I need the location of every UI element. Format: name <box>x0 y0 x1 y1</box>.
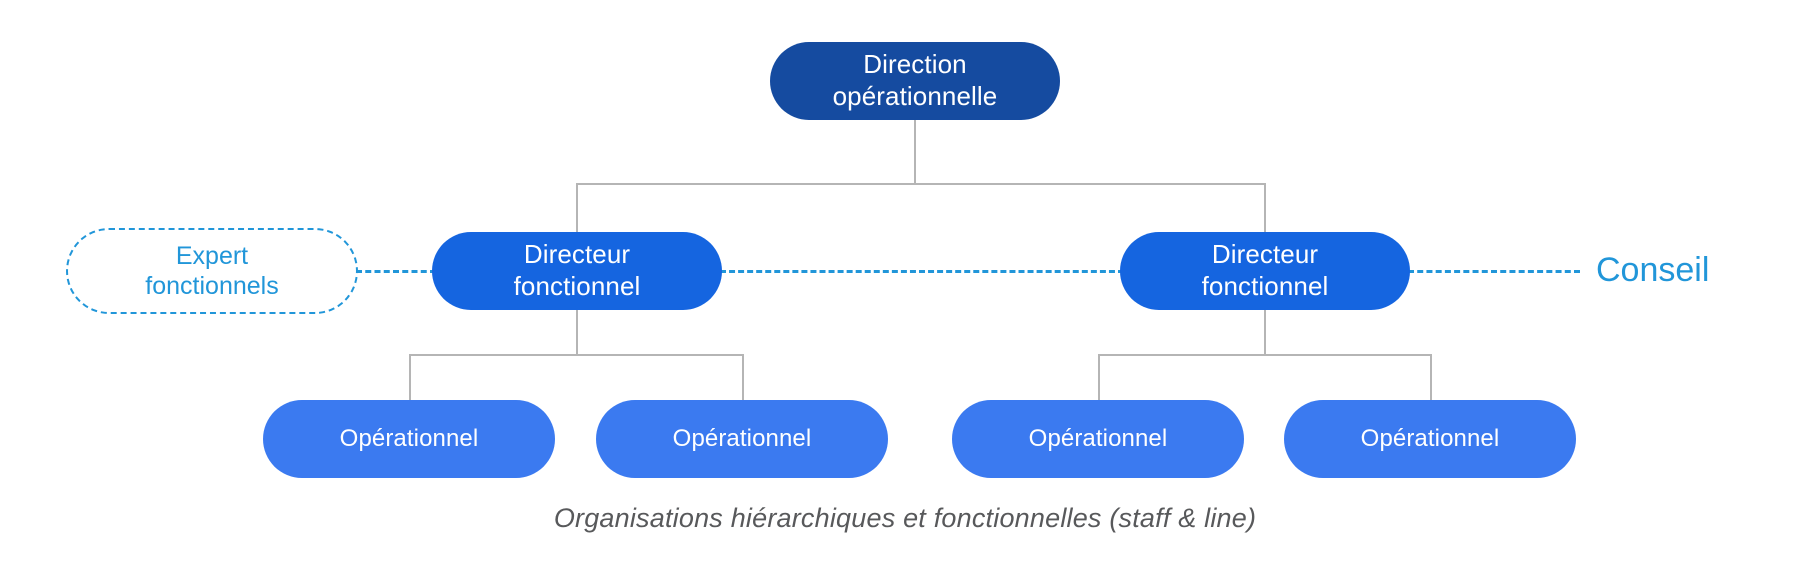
node-expert-fonctionnels-label: Expert fonctionnels <box>145 241 279 301</box>
node-operationnel-3[interactable]: Opérationnel <box>952 400 1244 478</box>
connector-right-subtree-stem <box>1264 310 1266 355</box>
node-operationnel-4[interactable]: Opérationnel <box>1284 400 1576 478</box>
connector-op1-stem <box>409 354 411 401</box>
node-directeur-fonctionnel-2-label: Directeur fonctionnel <box>1201 239 1329 301</box>
connector-left-subtree-stem <box>576 310 578 355</box>
connector-op3-stem <box>1098 354 1100 401</box>
connector-director-left-stem <box>576 183 578 233</box>
node-operationnel-3-label: Opérationnel <box>1028 425 1168 453</box>
node-operationnel-1-label: Opérationnel <box>339 425 479 453</box>
node-directeur-fonctionnel-1-label: Directeur fonctionnel <box>513 239 641 301</box>
node-operationnel-2[interactable]: Opérationnel <box>596 400 888 478</box>
node-directeur-fonctionnel-1[interactable]: Directeur fonctionnel <box>432 232 722 310</box>
diagram-caption: Organisations hiérarchiques et fonctionn… <box>553 503 1257 533</box>
node-operationnel-1[interactable]: Opérationnel <box>263 400 555 478</box>
node-direction-operationnelle-label: Direction opérationnelle <box>832 49 998 111</box>
node-operationnel-2-label: Opérationnel <box>672 425 812 453</box>
node-direction-operationnelle[interactable]: Direction opérationnelle <box>770 42 1060 120</box>
staff-link-between-directors <box>720 270 1124 273</box>
label-conseil: Conseil <box>1596 251 1710 289</box>
staff-link-expert-to-director <box>356 270 436 273</box>
connector-op4-stem <box>1430 354 1432 401</box>
connector-director-right-stem <box>1264 183 1266 233</box>
node-expert-fonctionnels[interactable]: Expert fonctionnels <box>66 228 358 314</box>
connector-op2-stem <box>742 354 744 401</box>
connector-right-subtree-bus <box>1098 354 1432 356</box>
connector-level2-bus <box>576 183 1266 185</box>
connector-top-stem <box>914 120 916 184</box>
node-operationnel-4-label: Opérationnel <box>1360 425 1500 453</box>
staff-link-director-to-conseil <box>1408 270 1580 273</box>
connector-left-subtree-bus <box>409 354 744 356</box>
node-directeur-fonctionnel-2[interactable]: Directeur fonctionnel <box>1120 232 1410 310</box>
